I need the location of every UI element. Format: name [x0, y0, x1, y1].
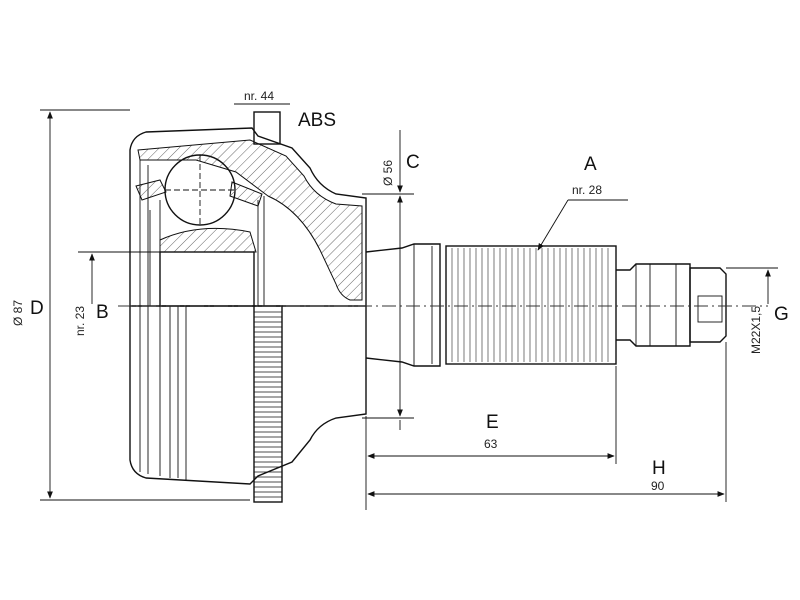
joint-housing — [129, 127, 367, 485]
dimension-c — [362, 130, 414, 430]
label-length-e: E — [486, 412, 499, 433]
label-outer-d: D — [30, 298, 44, 319]
stub-shaft — [365, 243, 727, 367]
ball-and-cage — [135, 154, 265, 307]
label-outer-d-dia: Ø 87 — [11, 300, 25, 326]
label-thread-g-value: M22X1,5 — [749, 306, 763, 354]
label-spline-a-teeth: nr. 28 — [572, 183, 602, 197]
label-abs-teeth: nr. 44 — [244, 89, 274, 103]
label-spline-a: A — [584, 154, 597, 175]
label-seal-c-dia: Ø 56 — [381, 160, 395, 186]
dimension-h — [367, 342, 727, 502]
label-abs: ABS — [298, 110, 336, 131]
inner-race — [159, 251, 255, 307]
label-length-e-value: 63 — [484, 437, 498, 451]
label-thread-g: G — [774, 304, 789, 325]
threaded-end — [689, 267, 727, 343]
dimension-d — [40, 109, 250, 501]
label-length-h: H — [652, 458, 666, 479]
label-seal-c: C — [406, 152, 420, 173]
dimension-e — [365, 366, 617, 510]
label-inner-b-teeth: nr. 23 — [73, 306, 87, 336]
label-length-h-value: 90 — [651, 479, 665, 493]
dimension-g — [726, 267, 778, 304]
housing-section-hatch — [137, 139, 363, 301]
leader-a — [537, 199, 628, 251]
dimension-b — [78, 251, 160, 304]
spline-section — [445, 245, 617, 365]
label-inner-b: B — [96, 302, 109, 323]
